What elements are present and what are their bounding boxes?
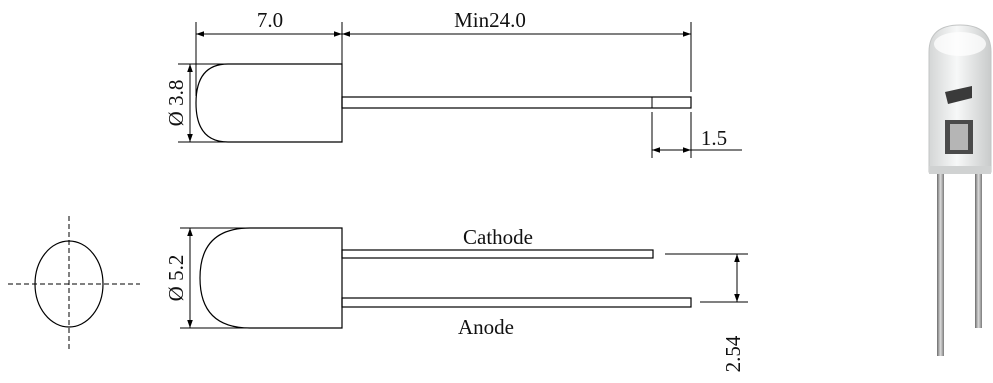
led-lead-right	[975, 168, 982, 328]
top-lead	[341, 96, 692, 109]
led-cathode-anvil	[945, 86, 972, 104]
dim-top-diameter: Ø 3.8	[164, 80, 188, 127]
led-base-rim	[929, 166, 991, 174]
cathode-lead	[341, 249, 654, 259]
cathode-label: Cathode	[463, 225, 533, 249]
dim-side-diameter: Ø 5.2	[164, 255, 188, 302]
dim-lead-tip: 1.5	[701, 126, 727, 150]
led-product-illustration	[928, 24, 992, 356]
dim-lead-length: Min24.0	[454, 8, 526, 32]
top-led-body	[195, 63, 343, 143]
anode-lead	[341, 297, 692, 308]
led-die	[950, 124, 968, 150]
led-dome-highlight	[934, 32, 986, 56]
dim-lead-spacing: 2.54	[721, 335, 745, 372]
side-view: Cathode Anode Ø 5.2 2.54	[164, 225, 748, 372]
top-view: 7.0 Min24.0 Ø 3.8 1.5	[164, 8, 742, 158]
side-led-body	[199, 227, 343, 329]
front-view	[8, 216, 140, 352]
anode-label: Anode	[458, 315, 514, 339]
led-lead-left	[937, 168, 944, 356]
dim-body-length: 7.0	[257, 8, 283, 32]
